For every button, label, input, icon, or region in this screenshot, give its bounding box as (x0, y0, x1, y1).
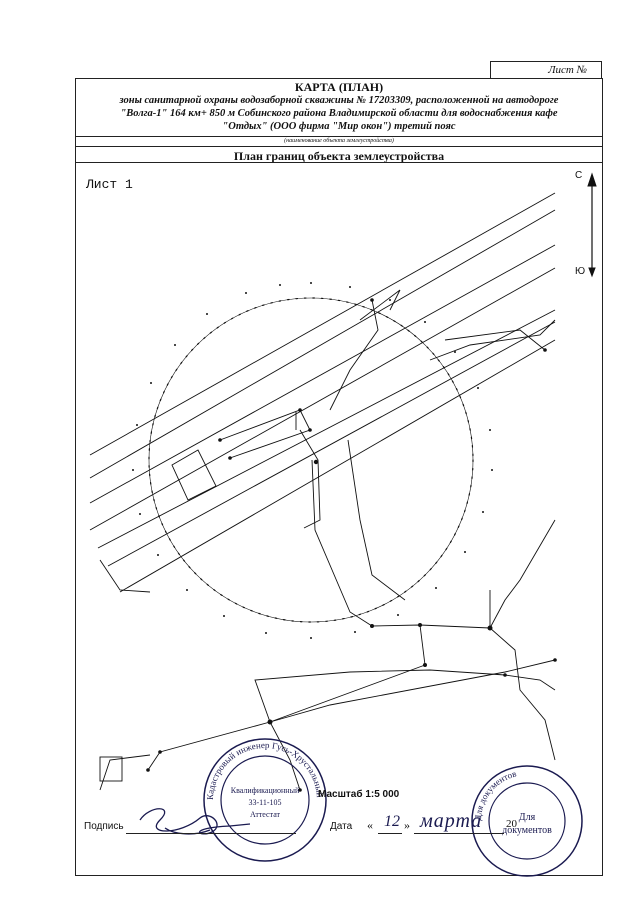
subtitle-line-1: зоны санитарной охраны водозаборной сква… (119, 95, 559, 106)
compass-north-label: С (575, 170, 583, 181)
sheet-label: Лист 1 (86, 177, 133, 192)
subtitle-line-2: "Волга-1" 164 км+ 850 м Собинского район… (120, 108, 558, 119)
documents-stamp: Для документов Для документов (471, 765, 583, 877)
road-lines (89, 192, 556, 593)
sanitary-zone-circle (148, 297, 474, 623)
date-label: Дата (330, 821, 353, 832)
stamp-left-line-2: 33-11-105 (248, 798, 281, 807)
date-day-line (378, 833, 402, 834)
document-frame (75, 78, 603, 876)
plan-title: План границ объекта землеустройства (233, 149, 445, 163)
document-title: КАРТА (ПЛАН) (294, 80, 384, 94)
compass-south-label: Ю (575, 266, 586, 277)
stamp-left-line-3: Аттестат (250, 810, 281, 819)
boundary-point-marks (132, 282, 493, 639)
stamp-left-line-1: Квалификационный (231, 786, 300, 795)
utility-network-lines (99, 519, 556, 791)
site-structures (171, 289, 556, 627)
compass-arrow-icon (587, 172, 597, 278)
network-node-marks (146, 298, 557, 792)
date-day: 12 (384, 813, 400, 830)
plan-title-rule-top (75, 146, 603, 147)
date-month-line (414, 833, 504, 834)
scale-label: Масштаб 1:5 000 (318, 789, 400, 800)
object-caption: (наименование объекта землеустройства) (284, 138, 394, 144)
date-quote-close: » (404, 818, 410, 832)
plan-title-rule-bottom (75, 162, 603, 163)
date-year: 20 (506, 818, 517, 830)
sheet-number-box: Лист № (490, 61, 602, 79)
stamp-right-line-2: документов (502, 825, 552, 836)
signature-label: Подпись (84, 821, 124, 832)
date-month: марта (420, 810, 483, 832)
stamp-right-line-1: Для (519, 812, 536, 823)
signature-line (126, 833, 296, 834)
subtitle-line-3: "Отдых" (ООО фирма "Мир окон") третий по… (222, 121, 456, 132)
date-quote-open: « (367, 818, 373, 832)
surveyor-stamp: Кадастровый инженер Гусь-Хрустальный Ква… (203, 738, 327, 862)
caption-rule (75, 136, 603, 137)
